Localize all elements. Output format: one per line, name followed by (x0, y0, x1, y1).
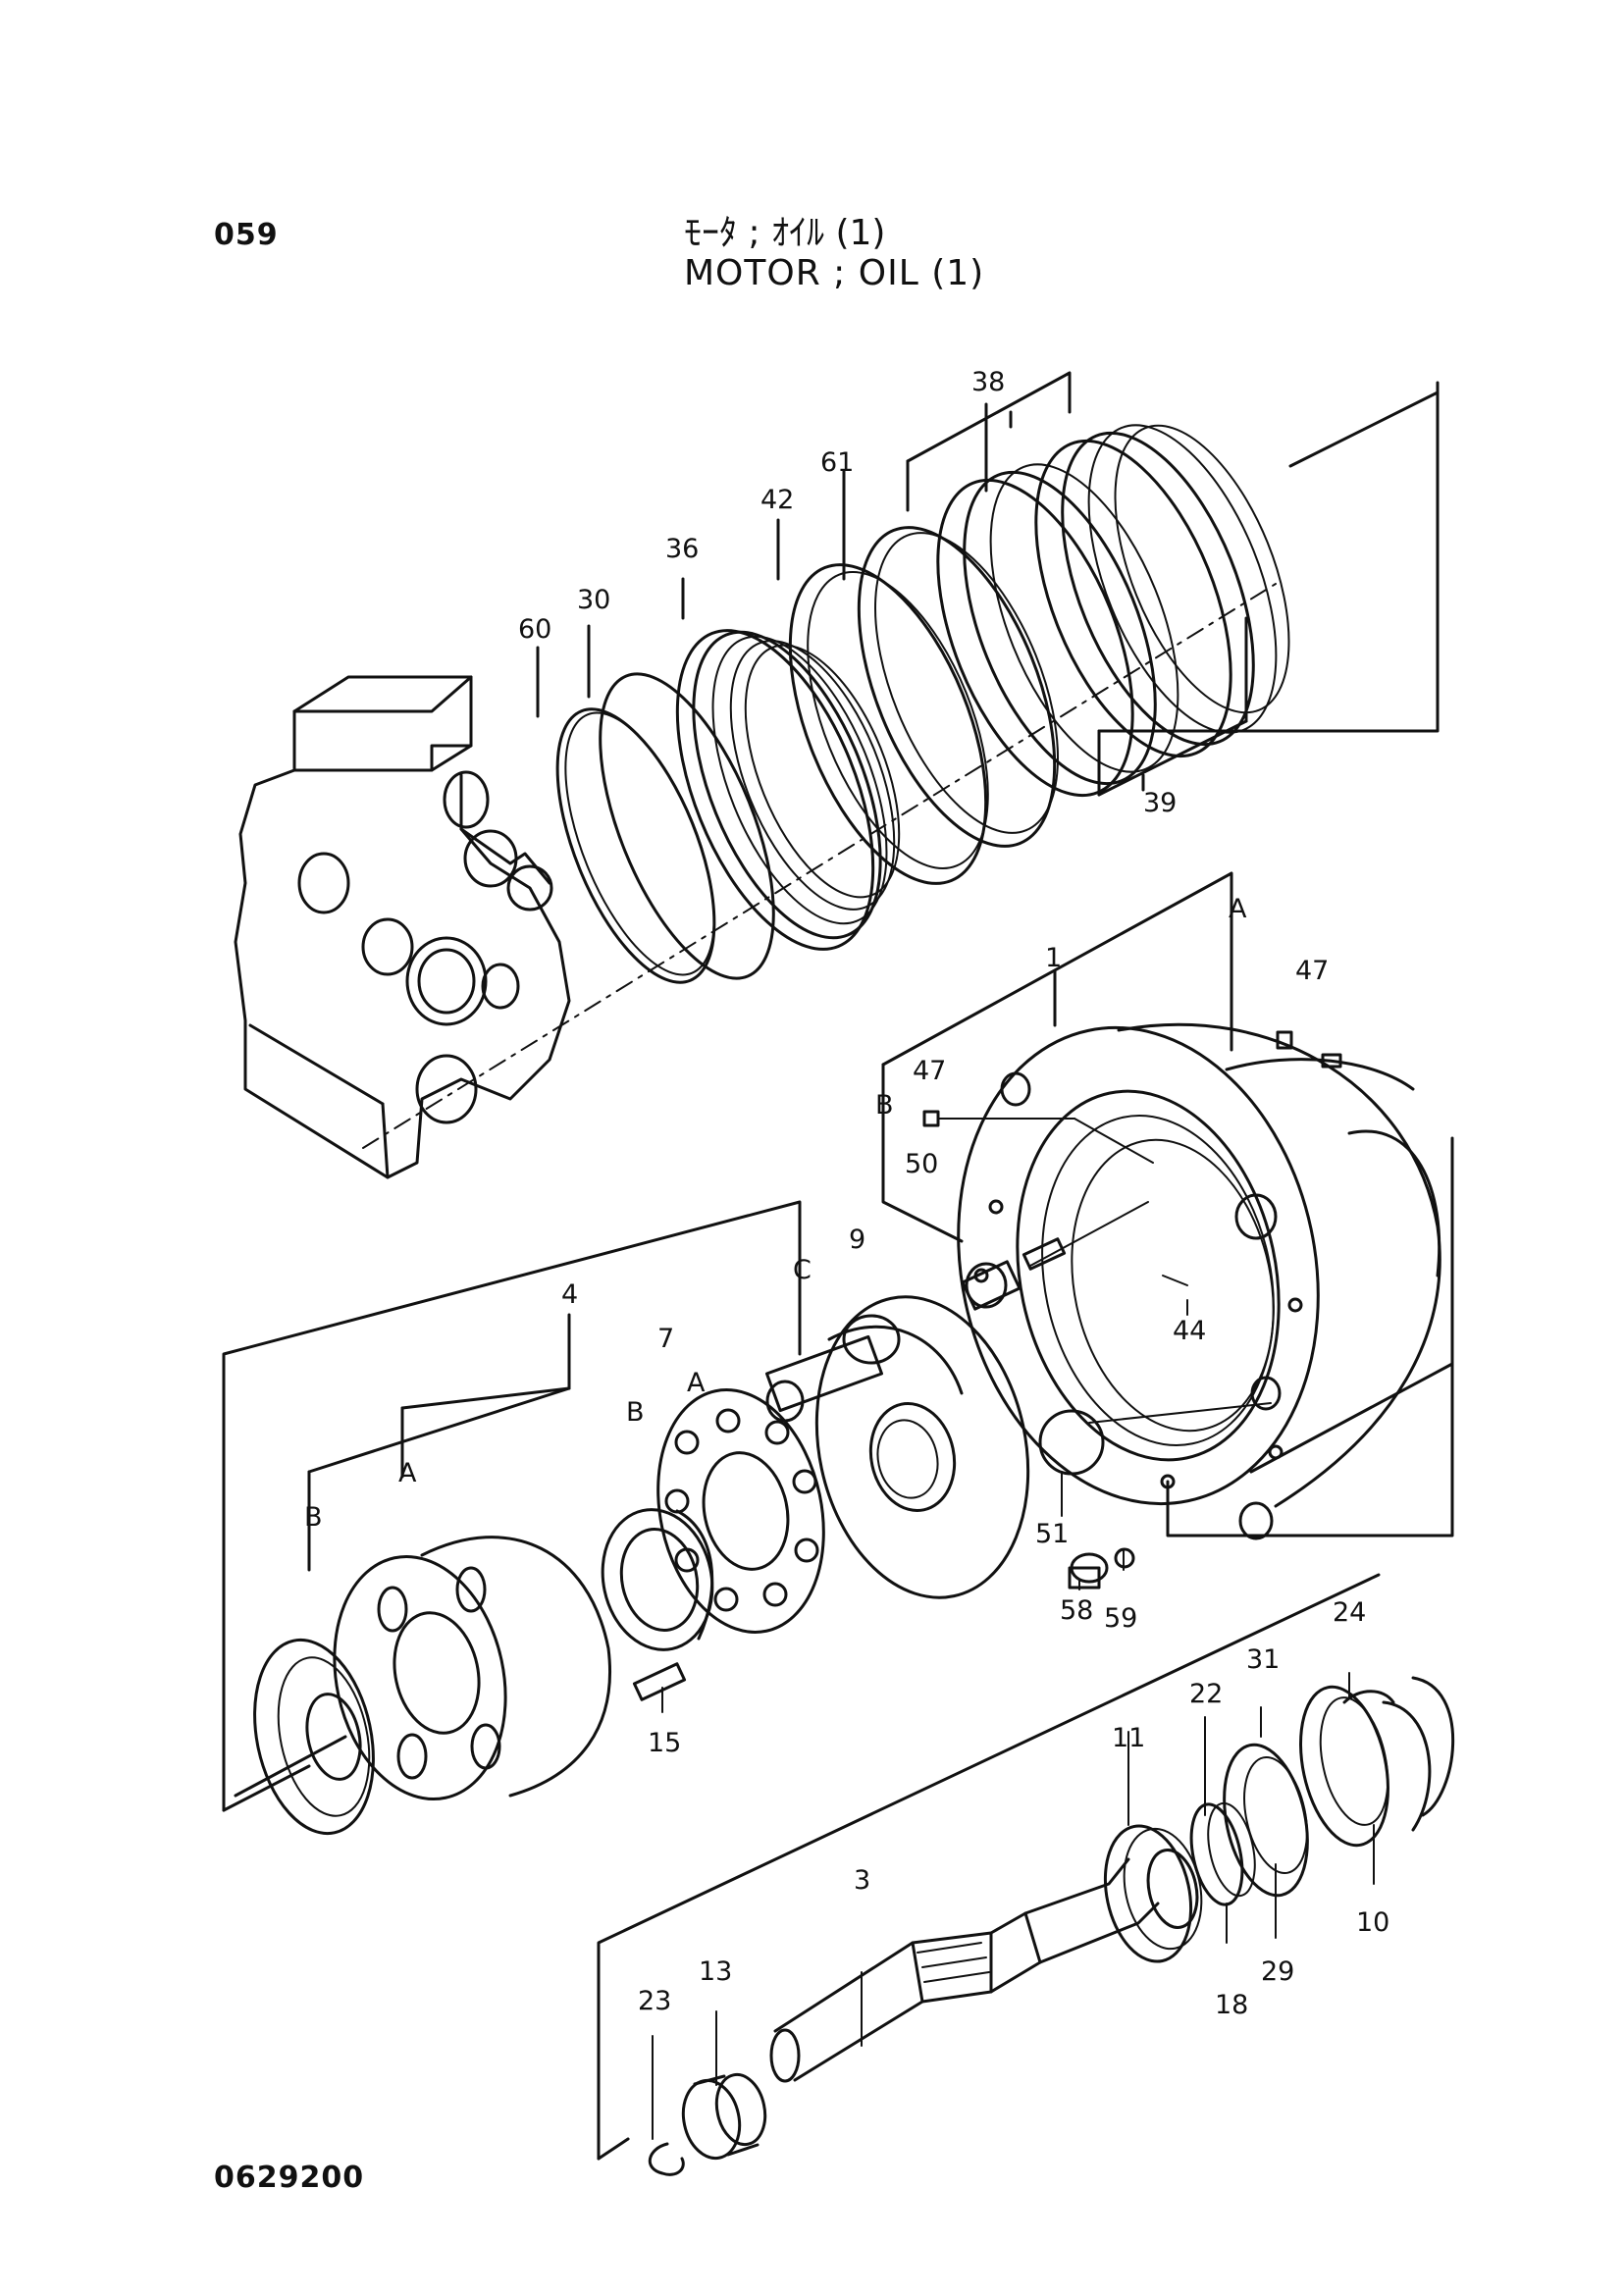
callout-1: 1 (1045, 943, 1062, 973)
spring-15 (632, 1662, 687, 1701)
ball-51 (1038, 1402, 1272, 1476)
sub-label-1b: B (875, 1090, 894, 1121)
callout-47b: 47 (913, 1056, 946, 1086)
frame-part-1 (881, 871, 1454, 1538)
callout-59: 59 (1104, 1603, 1137, 1634)
swash-plate (764, 1295, 1030, 1599)
sub-label-7a: A (687, 1368, 706, 1398)
title-japanese: ﾓｰﾀ ; ｵｲﾙ (1) (684, 213, 886, 253)
callout-38: 38 (971, 367, 1005, 397)
callout-9: 9 (849, 1225, 865, 1255)
plate-42 (788, 563, 989, 885)
callout-4: 4 (561, 1279, 578, 1310)
callout-36: 36 (665, 534, 699, 564)
plate-61 (857, 526, 1059, 848)
upper-group-frame (536, 371, 1440, 797)
cover-10-ring-24 (1299, 1676, 1455, 1848)
callout-39: 39 (1143, 788, 1177, 818)
callout-44: 44 (1173, 1316, 1206, 1346)
ring-22-18 (1189, 1801, 1256, 1906)
ring-36 (675, 629, 901, 951)
sub-label-1a: A (1229, 894, 1247, 924)
callout-42: 42 (760, 485, 794, 515)
callout-13: 13 (699, 1956, 732, 1987)
plates-38 (936, 463, 1179, 798)
valve-housing (234, 675, 571, 1179)
callout-15: 15 (648, 1728, 681, 1758)
callout-7: 7 (657, 1324, 674, 1354)
callout-60: 60 (518, 614, 551, 645)
callout-22: 22 (1189, 1679, 1223, 1709)
callout-30: 30 (577, 585, 610, 615)
callouts: 38 61 42 36 30 60 39 1 47 47 50 9 44 4 7… (518, 367, 1389, 2020)
retainer-plate (656, 1388, 825, 1634)
needle-bearing-13 (681, 2072, 767, 2161)
frame-part-3 (597, 1573, 1381, 2161)
callout-10: 10 (1356, 1907, 1389, 1938)
callout-3: 3 (854, 1865, 870, 1896)
plug-58-orifice-59 (1068, 1547, 1135, 1590)
spherical-bushing (601, 1508, 714, 1651)
motor-case (957, 1022, 1441, 1540)
sub-label-4b: B (304, 1502, 323, 1533)
ring-30 (599, 672, 775, 980)
plugs-47 (922, 1030, 1342, 1164)
bearing-11 (1103, 1824, 1203, 1963)
cylinder-block (234, 1536, 611, 1836)
sub-label-7b: B (626, 1397, 645, 1428)
callout-24: 24 (1333, 1597, 1366, 1628)
callout-18: 18 (1215, 1990, 1248, 2020)
callout-50: 50 (905, 1149, 938, 1179)
sub-label-4a: A (398, 1458, 417, 1488)
callout-11: 11 (1112, 1723, 1145, 1753)
callout-58: 58 (1060, 1595, 1093, 1626)
snap-ring-23 (649, 2142, 685, 2176)
plates-39 (1034, 424, 1290, 758)
shaft (769, 1857, 1160, 2083)
callout-29: 29 (1261, 1956, 1294, 1987)
page-number: 059 (214, 218, 279, 252)
pin-50-spring (961, 1201, 1149, 1311)
sub-label-1c: C (793, 1255, 812, 1285)
sub-labels: A B C A B A B (304, 894, 1247, 1533)
frame-part-4 (222, 1200, 802, 1812)
seal-29-31 (1223, 1743, 1309, 1898)
callout-47a: 47 (1295, 956, 1329, 986)
label-leaders (652, 1299, 1375, 2140)
callout-51: 51 (1035, 1519, 1069, 1549)
ring-60 (555, 707, 716, 984)
title-english: MOTOR ; OIL (1) (684, 253, 985, 293)
callout-31: 31 (1246, 1644, 1280, 1675)
callout-61: 61 (820, 447, 854, 478)
figure-code: 0629200 (214, 2161, 365, 2195)
callout-23: 23 (638, 1986, 671, 2016)
